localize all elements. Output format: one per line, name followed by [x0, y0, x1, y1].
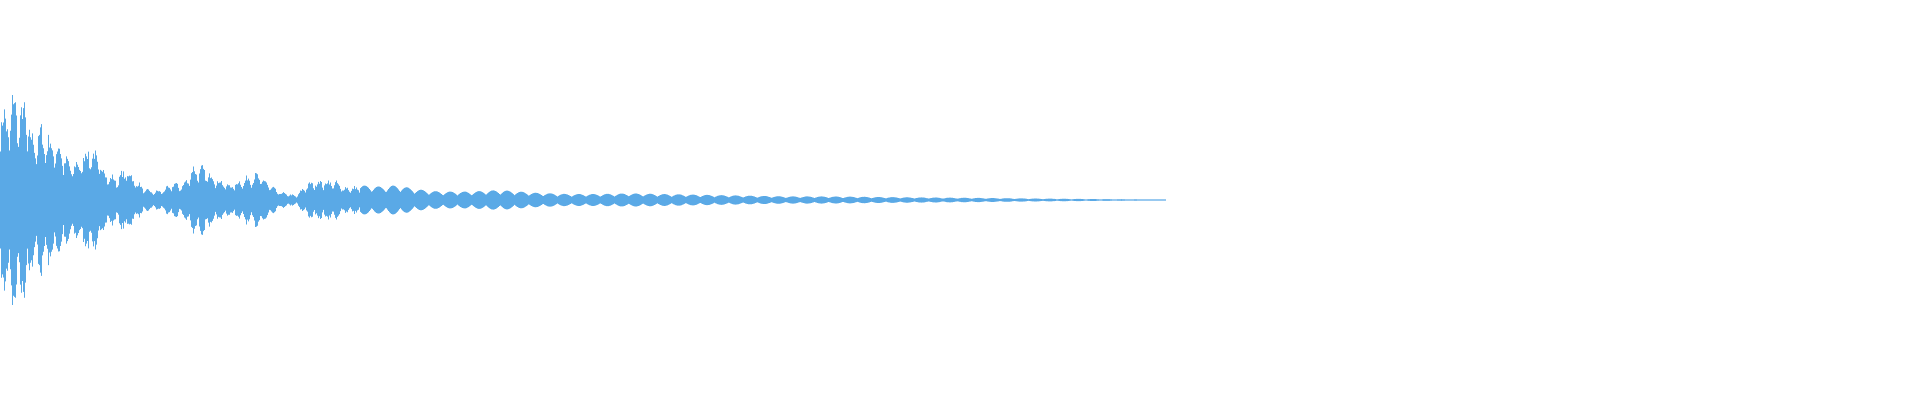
- waveform-bars: [0, 94, 1166, 306]
